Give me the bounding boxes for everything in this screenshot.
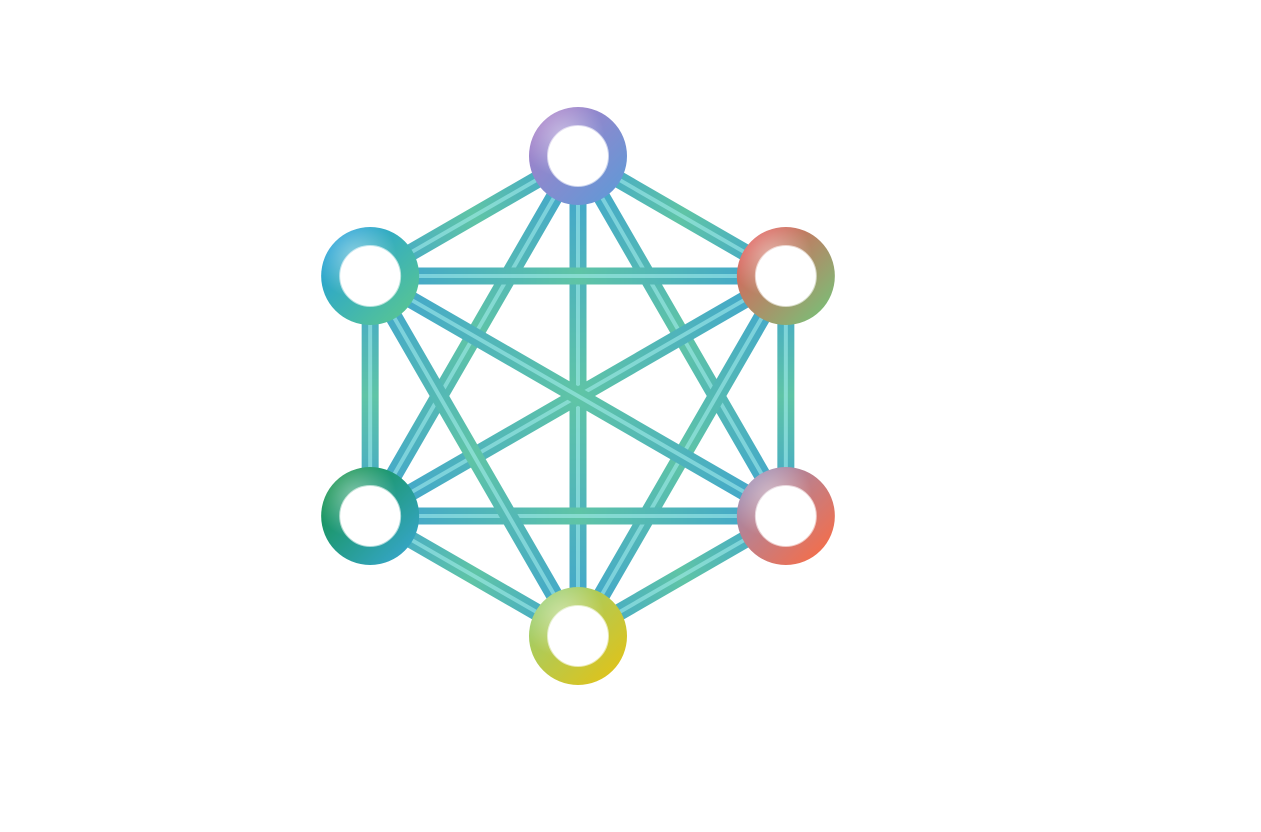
edge-bottom-upper-left — [362, 271, 586, 641]
node-bottom — [529, 587, 627, 685]
edge-lower-right-upper-left — [365, 268, 791, 524]
node-lower-left — [321, 467, 420, 565]
node-upper-right — [736, 227, 835, 325]
node-top — [529, 107, 627, 205]
node-upper-left — [321, 227, 420, 325]
node-layer — [321, 107, 835, 685]
edge-layer — [361, 148, 795, 644]
node-lower-right — [736, 467, 835, 565]
